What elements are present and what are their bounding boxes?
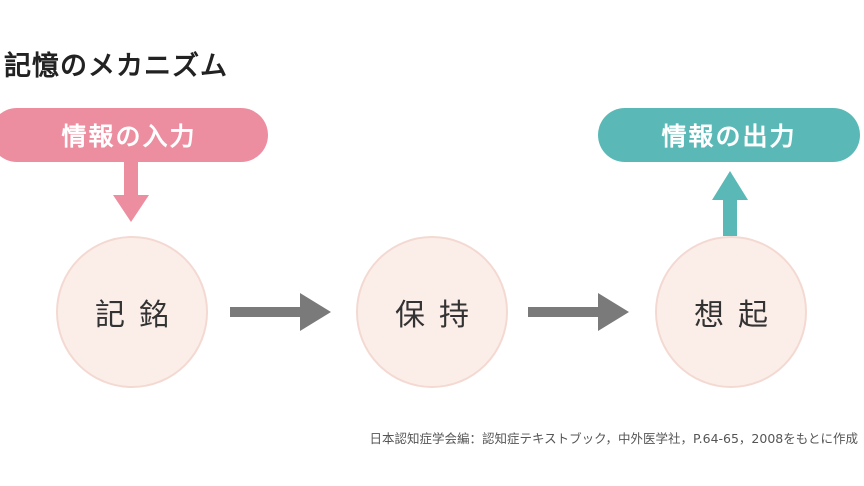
- stage-node-storage: 保持: [356, 236, 508, 388]
- flow-arrow-storage-to-retrieval: [528, 293, 629, 331]
- stage-node-encoding: 記銘: [56, 236, 208, 388]
- diagram-title: 記憶のメカニズム: [4, 51, 228, 82]
- output-pill: 情報の出力: [598, 108, 860, 162]
- input-down-arrow: [113, 160, 149, 222]
- input-pill: 情報の入力: [0, 108, 268, 162]
- stage-node-retrieval: 想起: [655, 236, 807, 388]
- source-citation: 日本認知症学会編：認知症テキストブック，中外医学社，P.64-65，2008をも…: [369, 431, 858, 446]
- output-up-arrow: [712, 171, 748, 236]
- flow-arrow-encoding-to-storage: [230, 293, 331, 331]
